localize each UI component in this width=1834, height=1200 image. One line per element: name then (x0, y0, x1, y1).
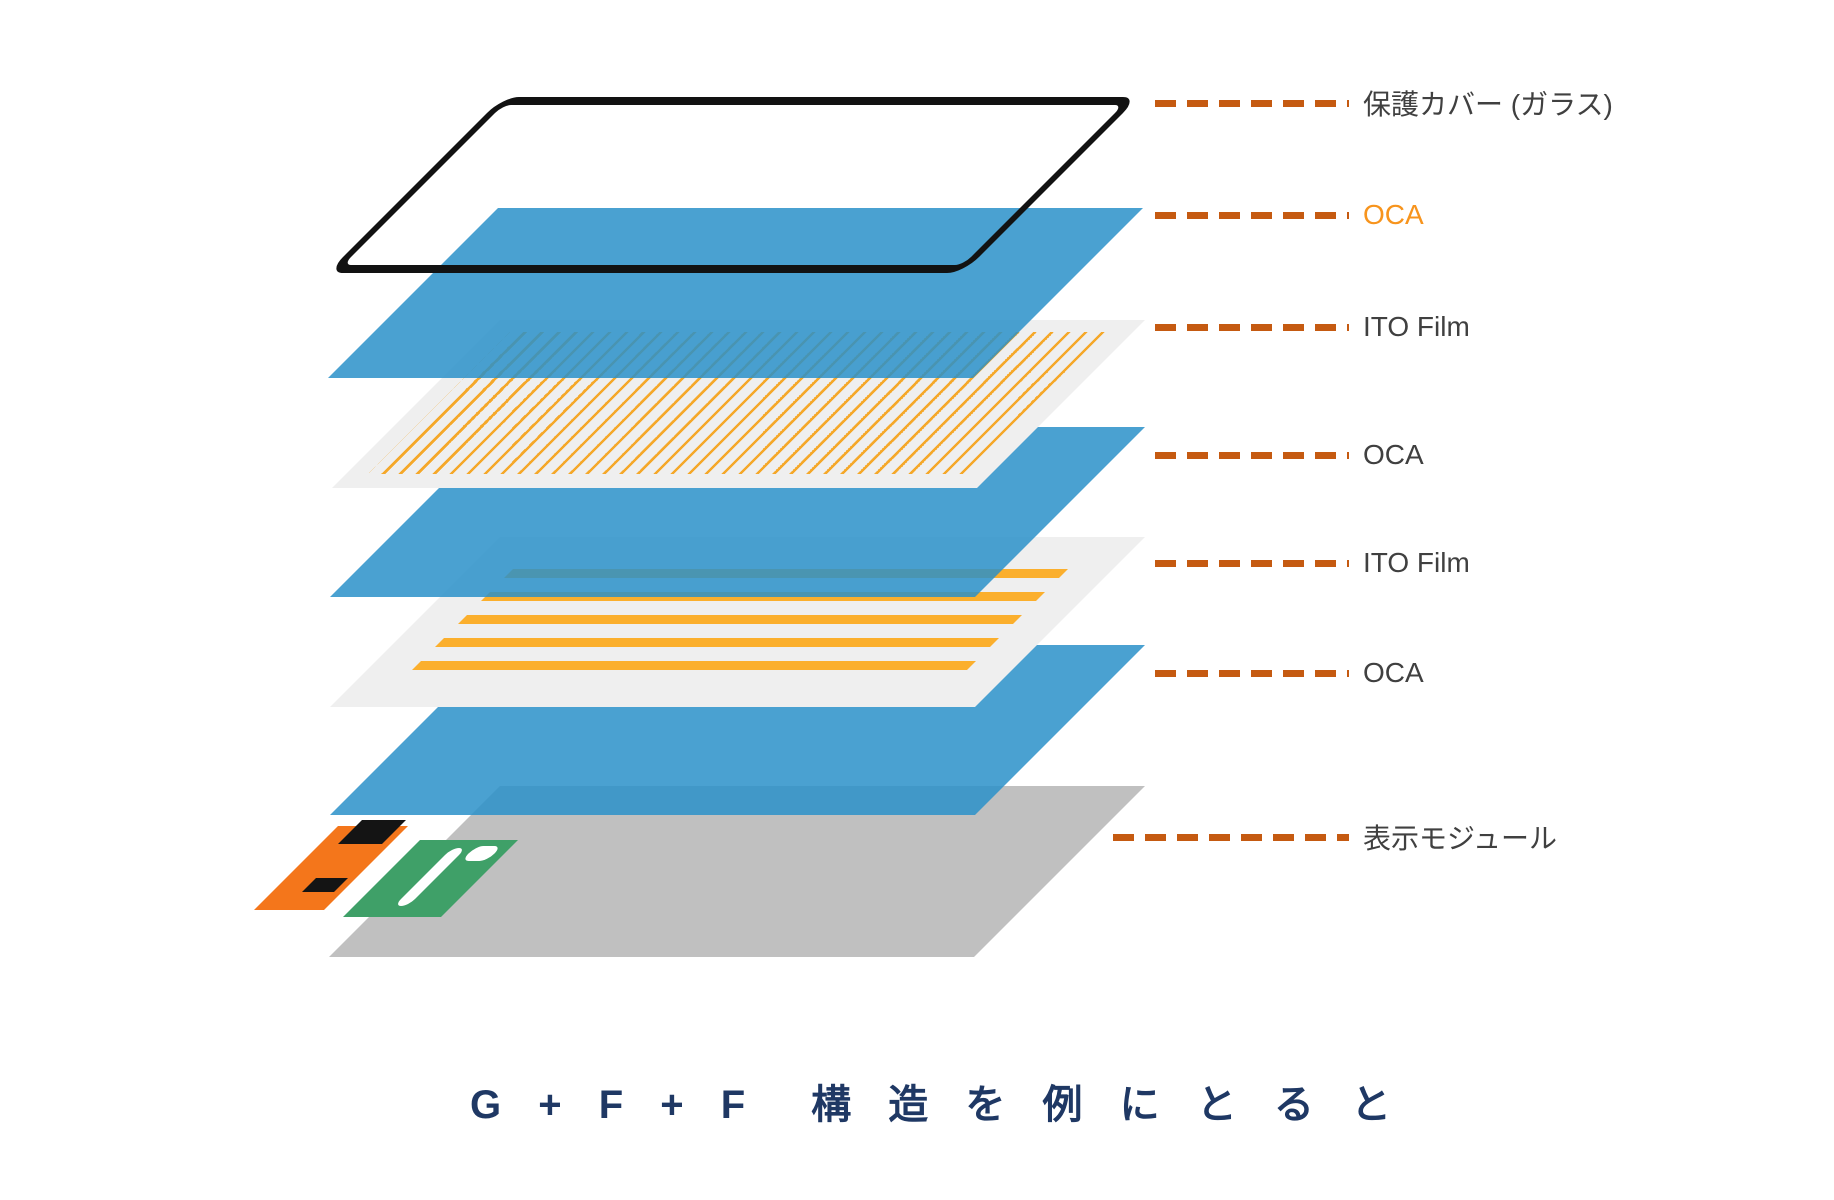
layer-label: OCA (1363, 439, 1424, 470)
label-row-oca-2: OCA (1155, 437, 1424, 473)
label-row-glass-cover: 保護カバー (ガラス) (1155, 85, 1613, 121)
label-row-oca-1: OCA (1155, 197, 1424, 233)
leader-dash-line (1155, 451, 1349, 459)
diagram-caption: G + F + F 構 造 を 例 に と る と (470, 1083, 1404, 1127)
pcb-component (461, 846, 502, 861)
label-row-ito-film-1: ITO Film (1155, 309, 1470, 345)
leader-dash-line (1155, 323, 1349, 331)
pcb-slot (394, 848, 466, 906)
leader-dash-line (1155, 669, 1349, 677)
label-row-display-module: 表示モジュール (1113, 819, 1557, 855)
layer-label: OCA (1363, 199, 1424, 230)
layer-label: 保護カバー (ガラス) (1363, 89, 1613, 120)
leader-dash-line (1155, 99, 1349, 107)
layer-label: ITO Film (1363, 311, 1470, 342)
label-row-oca-3: OCA (1155, 655, 1424, 691)
leader-dash-line (1113, 833, 1349, 841)
layer-label: 表示モジュール (1363, 823, 1558, 854)
label-row-ito-film-2: ITO Film (1155, 545, 1470, 581)
layer-label: OCA (1363, 657, 1424, 688)
layer-label: ITO Film (1363, 547, 1470, 578)
leader-dash-line (1155, 559, 1349, 567)
leader-dash-line (1155, 211, 1349, 219)
